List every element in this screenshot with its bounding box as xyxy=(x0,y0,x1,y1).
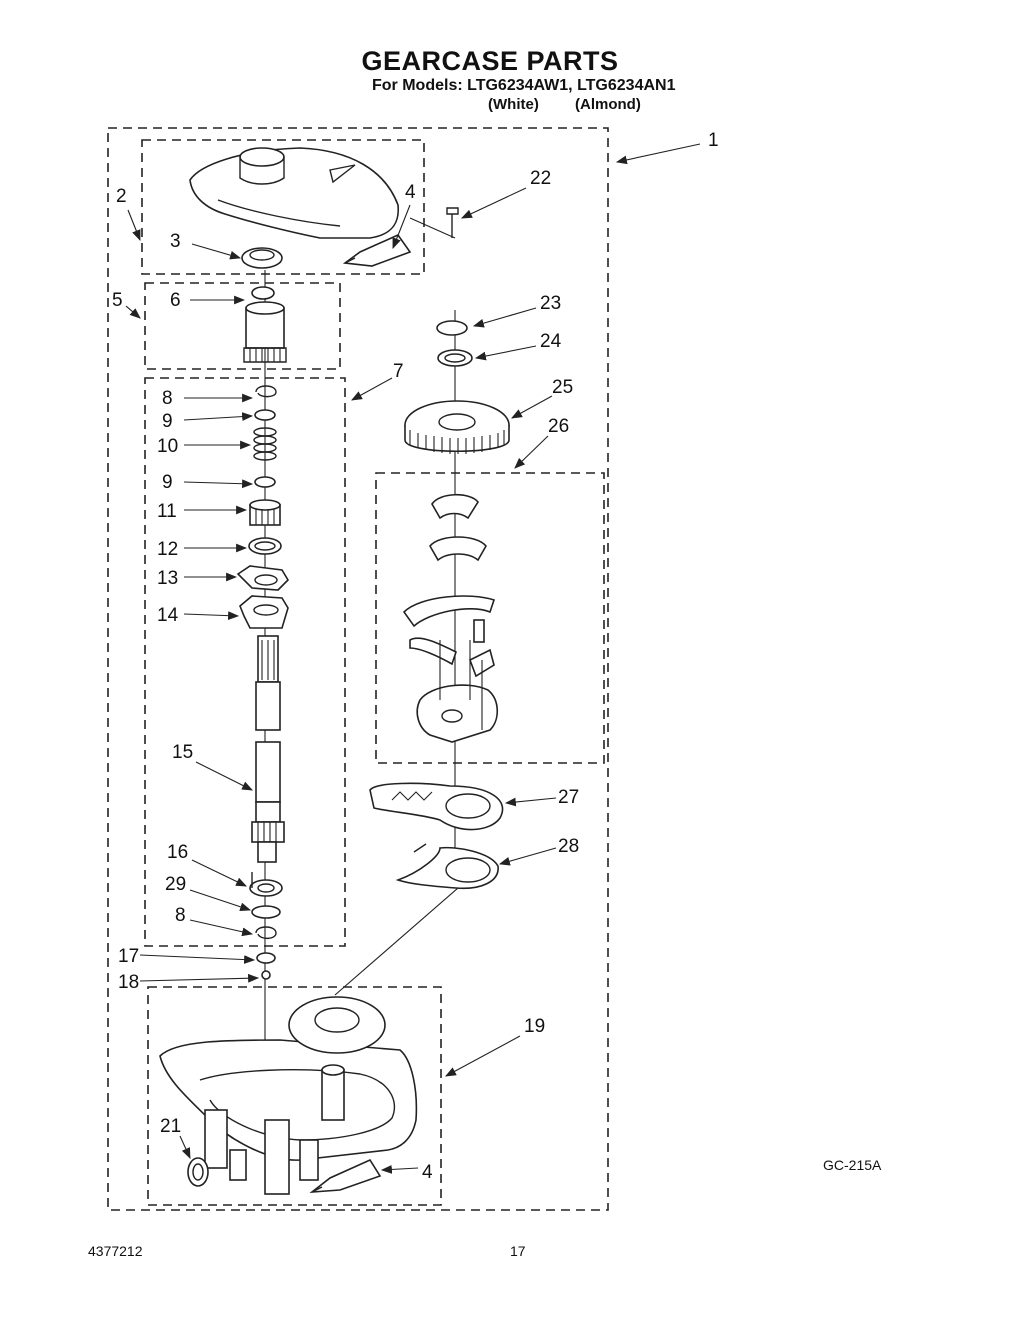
callout-4: 4 xyxy=(405,182,416,203)
diagram-code: GC-215A xyxy=(823,1157,882,1173)
callout-28: 28 xyxy=(558,836,579,857)
callout-16: 16 xyxy=(167,842,188,863)
seal-3 xyxy=(241,247,283,269)
group-box-pinion-shaft xyxy=(144,377,346,947)
variant-white: (White) xyxy=(488,96,539,113)
group-box-gearcase-assembly xyxy=(107,127,609,1211)
cam-plate-27 xyxy=(369,782,504,831)
callout-2: 2 xyxy=(116,186,127,207)
leader-lines xyxy=(125,143,701,1174)
ring-23 xyxy=(436,320,468,336)
document-number: 4377212 xyxy=(88,1243,143,1259)
callout-26: 26 xyxy=(548,416,569,437)
pinion-shaft-15 xyxy=(251,635,285,863)
callout-5: 5 xyxy=(112,290,123,311)
callout-8b: 8 xyxy=(175,905,186,926)
drive-pinion xyxy=(243,286,287,363)
models-line: For Models: LTG6234AW1, LTG6234AN1 xyxy=(372,77,676,94)
shift-fork-13 xyxy=(236,565,290,591)
ball-18 xyxy=(261,970,271,980)
washer-29 xyxy=(251,905,281,919)
retaining-ring-8b xyxy=(255,926,277,940)
shaft-part-16 xyxy=(249,872,283,897)
callout-7: 7 xyxy=(393,361,404,382)
cam-14 xyxy=(239,595,289,629)
connector-line xyxy=(334,887,459,996)
clutch-11 xyxy=(249,499,281,526)
lubricant-tube-bottom xyxy=(309,1158,382,1193)
callout-27: 27 xyxy=(558,787,579,808)
group-box-drive-pinion xyxy=(144,282,341,370)
callout-14: 14 xyxy=(157,605,179,626)
callout-9b: 9 xyxy=(162,472,173,493)
callout-18: 18 xyxy=(118,972,139,993)
callout-19: 19 xyxy=(524,1016,545,1037)
shifter-assembly-26 xyxy=(402,493,499,743)
callout-15: 15 xyxy=(172,742,193,763)
group-box-cover xyxy=(141,139,425,275)
callout-13: 13 xyxy=(157,568,178,589)
gear-25 xyxy=(404,400,510,454)
callout-10: 10 xyxy=(157,436,178,457)
gearcase-base-19 xyxy=(159,996,418,1195)
plate-28 xyxy=(395,843,499,890)
callout-8: 8 xyxy=(162,388,173,409)
callout-11: 11 xyxy=(157,501,177,522)
ring-12 xyxy=(248,537,282,555)
screw xyxy=(446,207,459,238)
washer-24 xyxy=(437,349,473,367)
gearcase-cover xyxy=(189,147,399,239)
washer-9b xyxy=(254,476,276,488)
callout-25: 25 xyxy=(552,377,573,398)
variant-almond: (Almond) xyxy=(575,96,641,113)
retaining-ring-8 xyxy=(255,385,277,398)
callout-3: 3 xyxy=(170,231,181,252)
callout-23: 23 xyxy=(540,293,561,314)
callout-22: 22 xyxy=(530,168,551,189)
group-box-shifter xyxy=(375,472,605,764)
callout-29: 29 xyxy=(165,874,186,895)
spring-10 xyxy=(253,427,277,461)
callout-24: 24 xyxy=(540,331,562,352)
seal-21 xyxy=(187,1157,209,1187)
callout-9: 9 xyxy=(162,411,173,432)
callout-21: 21 xyxy=(160,1116,181,1137)
callout-17: 17 xyxy=(118,946,139,967)
callout-6: 6 xyxy=(170,290,181,311)
page-number: 17 xyxy=(510,1243,526,1259)
callout-4b: 4 xyxy=(422,1162,433,1183)
callout-1: 1 xyxy=(708,130,719,151)
lubricant-tube-top xyxy=(342,234,412,267)
page-title: GEARCASE PARTS xyxy=(361,46,619,76)
washer-9 xyxy=(254,409,276,421)
callout-12: 12 xyxy=(157,539,178,560)
cap-17 xyxy=(256,952,276,964)
